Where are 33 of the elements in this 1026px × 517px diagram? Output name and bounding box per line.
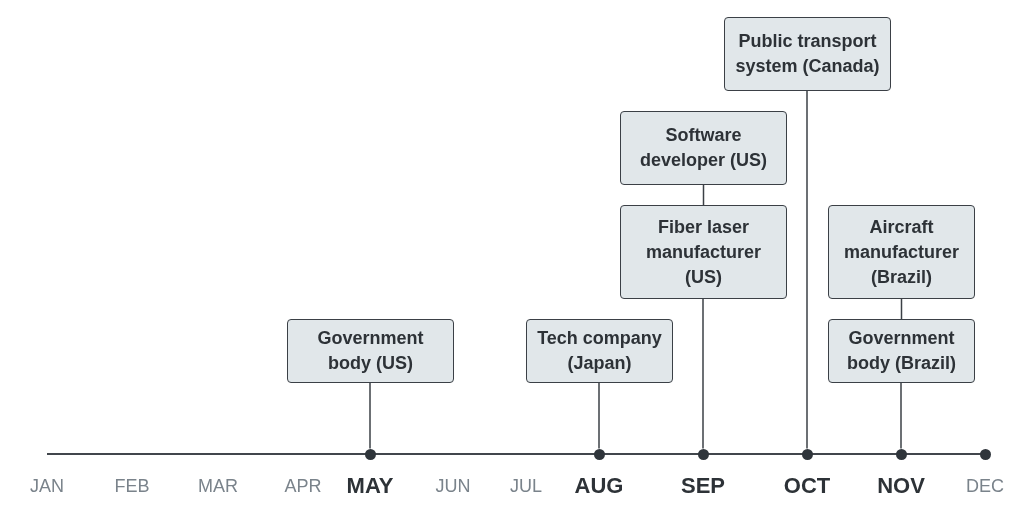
event-box	[828, 205, 975, 299]
organization-label: Software developer (US)	[639, 124, 768, 172]
connector-line	[702, 184, 705, 206]
month-label: MAR	[198, 477, 238, 495]
month-label: APR	[284, 477, 322, 495]
month-label: JUN	[435, 477, 471, 495]
month-label: MAY	[346, 475, 394, 497]
month-label: AUG	[574, 475, 624, 497]
connector-line	[900, 298, 903, 320]
event-box	[526, 319, 673, 383]
month-label: JAN	[30, 477, 64, 495]
month-label: JUL	[510, 477, 542, 495]
connector-line	[369, 382, 371, 450]
event-box	[620, 205, 787, 299]
organization-label: Aircraft manufacturer (Brazil)	[843, 215, 960, 289]
organization-label: Government body (Brazil)	[846, 327, 957, 375]
month-label: DEC	[966, 477, 1004, 495]
month-label: NOV	[877, 475, 925, 497]
connector-line	[900, 382, 902, 450]
month-label: OCT	[783, 475, 831, 497]
organization-label: Public transport system (Canada)	[734, 30, 881, 78]
organization-label: Government body (US)	[316, 327, 425, 375]
month-label: FEB	[114, 477, 150, 495]
connector-line	[702, 298, 704, 450]
connector-line	[598, 382, 600, 450]
event-box	[828, 319, 975, 383]
event-box	[724, 17, 891, 91]
month-label: SEP	[681, 475, 725, 497]
organization-label: Tech company (Japan)	[536, 327, 663, 375]
event-box	[620, 111, 787, 185]
organization-label: Fiber laser manufacturer (US)	[645, 215, 762, 289]
event-box	[287, 319, 454, 383]
connector-line	[806, 90, 808, 450]
